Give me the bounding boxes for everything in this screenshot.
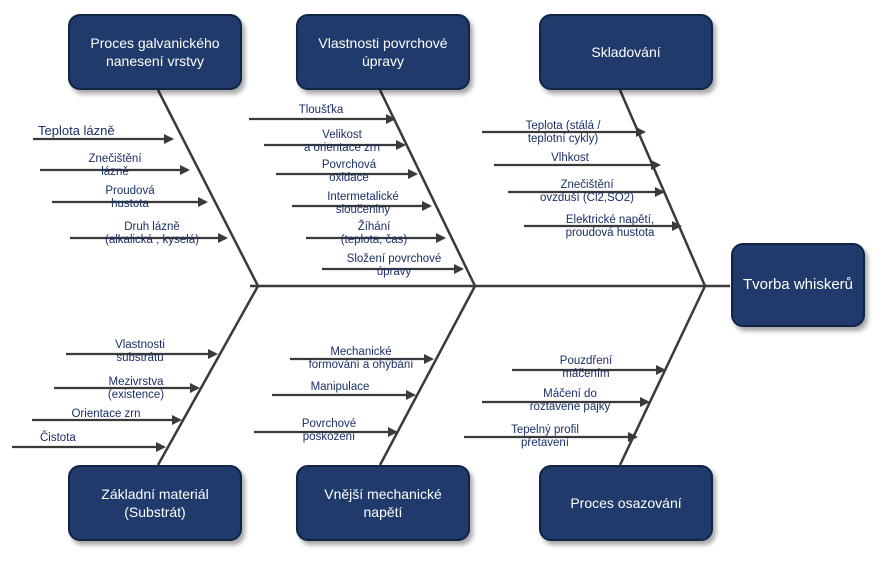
- bone-line: [156, 89, 260, 287]
- bone-line: [156, 285, 260, 466]
- category-box-surface-finish: Vlastnosti povrchové úpravy: [296, 14, 470, 90]
- category-box-mechanical-stress: Vnější mechanické napětí: [296, 465, 470, 541]
- cause-label: Proudová hustota: [105, 185, 155, 210]
- cause-label: Druh lázně (alkalická , kyselá): [105, 221, 199, 246]
- cause-label: Povrchová oxidace: [321, 159, 377, 184]
- category-box-assembly-process: Proces osazování: [539, 465, 713, 541]
- category-box-plating-process: Proces galvanického nanesení vrstvy: [68, 14, 242, 90]
- cause-label: Mechanické formování a ohýbání: [308, 346, 414, 371]
- cause-label: Čistota: [40, 432, 76, 444]
- cause-label: Máčení do roztavené pájky: [529, 388, 611, 413]
- cause-label: Teplota (stálá / teplotní cykly): [525, 120, 601, 145]
- cause-label: Znečištění ovzduší (Cl2,SO2): [540, 179, 634, 204]
- cause-label: Mezivrstva (existence): [107, 376, 165, 401]
- cause-label: Složení povrchové úpravy: [346, 253, 442, 278]
- cause-label: Znečištění lázně: [88, 153, 142, 178]
- cause-label: Tepelný profil přetavení: [511, 424, 579, 449]
- bone-line: [378, 285, 477, 466]
- cause-label: Pouzdření máčením: [559, 355, 613, 380]
- cause-label: Velikost a orientace zrn: [303, 129, 381, 154]
- cause-label: Intermetalické sloučeniny: [327, 191, 399, 216]
- cause-label: Manipulace: [310, 381, 370, 393]
- cause-label: Žíhání (teplota, čas): [340, 221, 408, 246]
- cause-label: Tloušťka: [298, 104, 344, 116]
- cause-label: Vlhkost: [551, 152, 589, 164]
- effect-box: Tvorba whiskerů: [731, 243, 865, 327]
- cause-label: Orientace zrn: [71, 408, 141, 420]
- cause-label: Povrchové poškození: [301, 418, 357, 443]
- category-box-storage: Skladování: [539, 14, 713, 90]
- category-box-base-material: Základní materiál (Substrát): [68, 465, 242, 541]
- cause-label: Teplota lázně: [38, 123, 115, 138]
- cause-label: Vlastnosti substrátu: [115, 339, 165, 364]
- cause-label: Elektrické napětí, proudová hustota: [565, 214, 655, 239]
